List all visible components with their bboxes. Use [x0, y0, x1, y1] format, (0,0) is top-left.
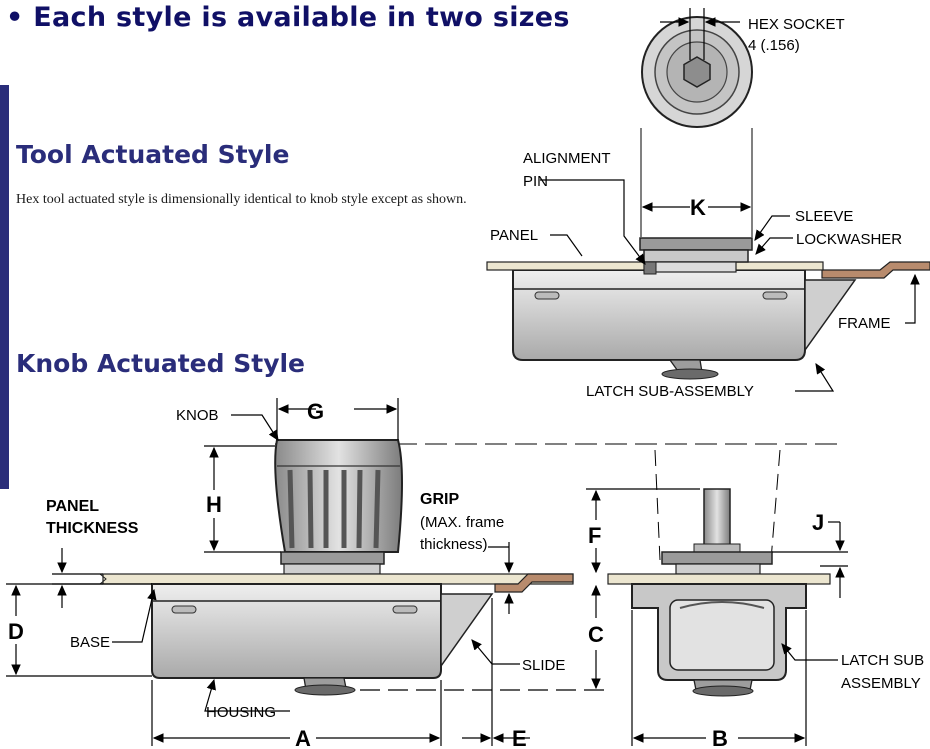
- dimension-j: J: [812, 510, 824, 535]
- tool-style-heading: Tool Actuated Style: [16, 140, 290, 169]
- grip-label: GRIP: [420, 491, 459, 508]
- lockwasher-label: LOCKWASHER: [796, 231, 902, 248]
- end-view-assembly: [607, 449, 831, 697]
- knob-label: KNOB: [176, 407, 219, 424]
- grip-note-2: thickness): [420, 536, 488, 553]
- dimension-f: F: [588, 523, 601, 548]
- dimension-h: H: [206, 492, 222, 517]
- dimension-g: G: [307, 399, 324, 424]
- dimension-c: C: [588, 622, 604, 647]
- tool-actuated-assembly: [486, 128, 930, 380]
- main-heading: • Each style is available in two sizes: [6, 2, 570, 33]
- alignment-pin-label-2: PIN: [523, 173, 548, 190]
- tool-leaders: [540, 179, 920, 392]
- dimension-a: A: [295, 726, 311, 749]
- knob-actuated-assembly: [99, 439, 840, 696]
- base-label: BASE: [70, 634, 110, 651]
- knob-dimension-lines: [6, 398, 848, 746]
- alignment-pin-label: ALIGNMENT: [523, 150, 611, 167]
- knob-style-heading: Knob Actuated Style: [16, 349, 306, 378]
- latch-sub-label-2: ASSEMBLY: [841, 675, 921, 692]
- dimension-k: K: [690, 195, 706, 220]
- hex-socket-size: 4 (.156): [748, 37, 800, 54]
- hex-socket-label: HEX SOCKET: [748, 16, 845, 33]
- top-view-knob: [641, 16, 753, 128]
- sleeve-label: SLEEVE: [795, 208, 853, 225]
- hex-socket-dimension: [660, 8, 740, 60]
- frame-label: FRAME: [838, 315, 891, 332]
- tool-style-description: Hex tool actuated style is dimensionally…: [16, 192, 467, 207]
- housing-label: HOUSING: [206, 704, 276, 721]
- panel-thickness-label: PANEL: [46, 498, 99, 515]
- dimension-b: B: [712, 726, 728, 749]
- slide-label: SLIDE: [522, 657, 565, 674]
- latch-sub-assembly-label: LATCH SUB-ASSEMBLY: [586, 383, 754, 400]
- latch-sub-label: LATCH SUB: [841, 652, 924, 669]
- tool-panel-label: PANEL: [490, 227, 538, 244]
- grip-note-1: (MAX. frame: [420, 514, 504, 531]
- dimension-e: E: [512, 726, 527, 749]
- panel-thickness-label-2: THICKNESS: [46, 520, 139, 537]
- dimension-d: D: [8, 619, 24, 644]
- sidebar-accent-bar: [0, 85, 9, 489]
